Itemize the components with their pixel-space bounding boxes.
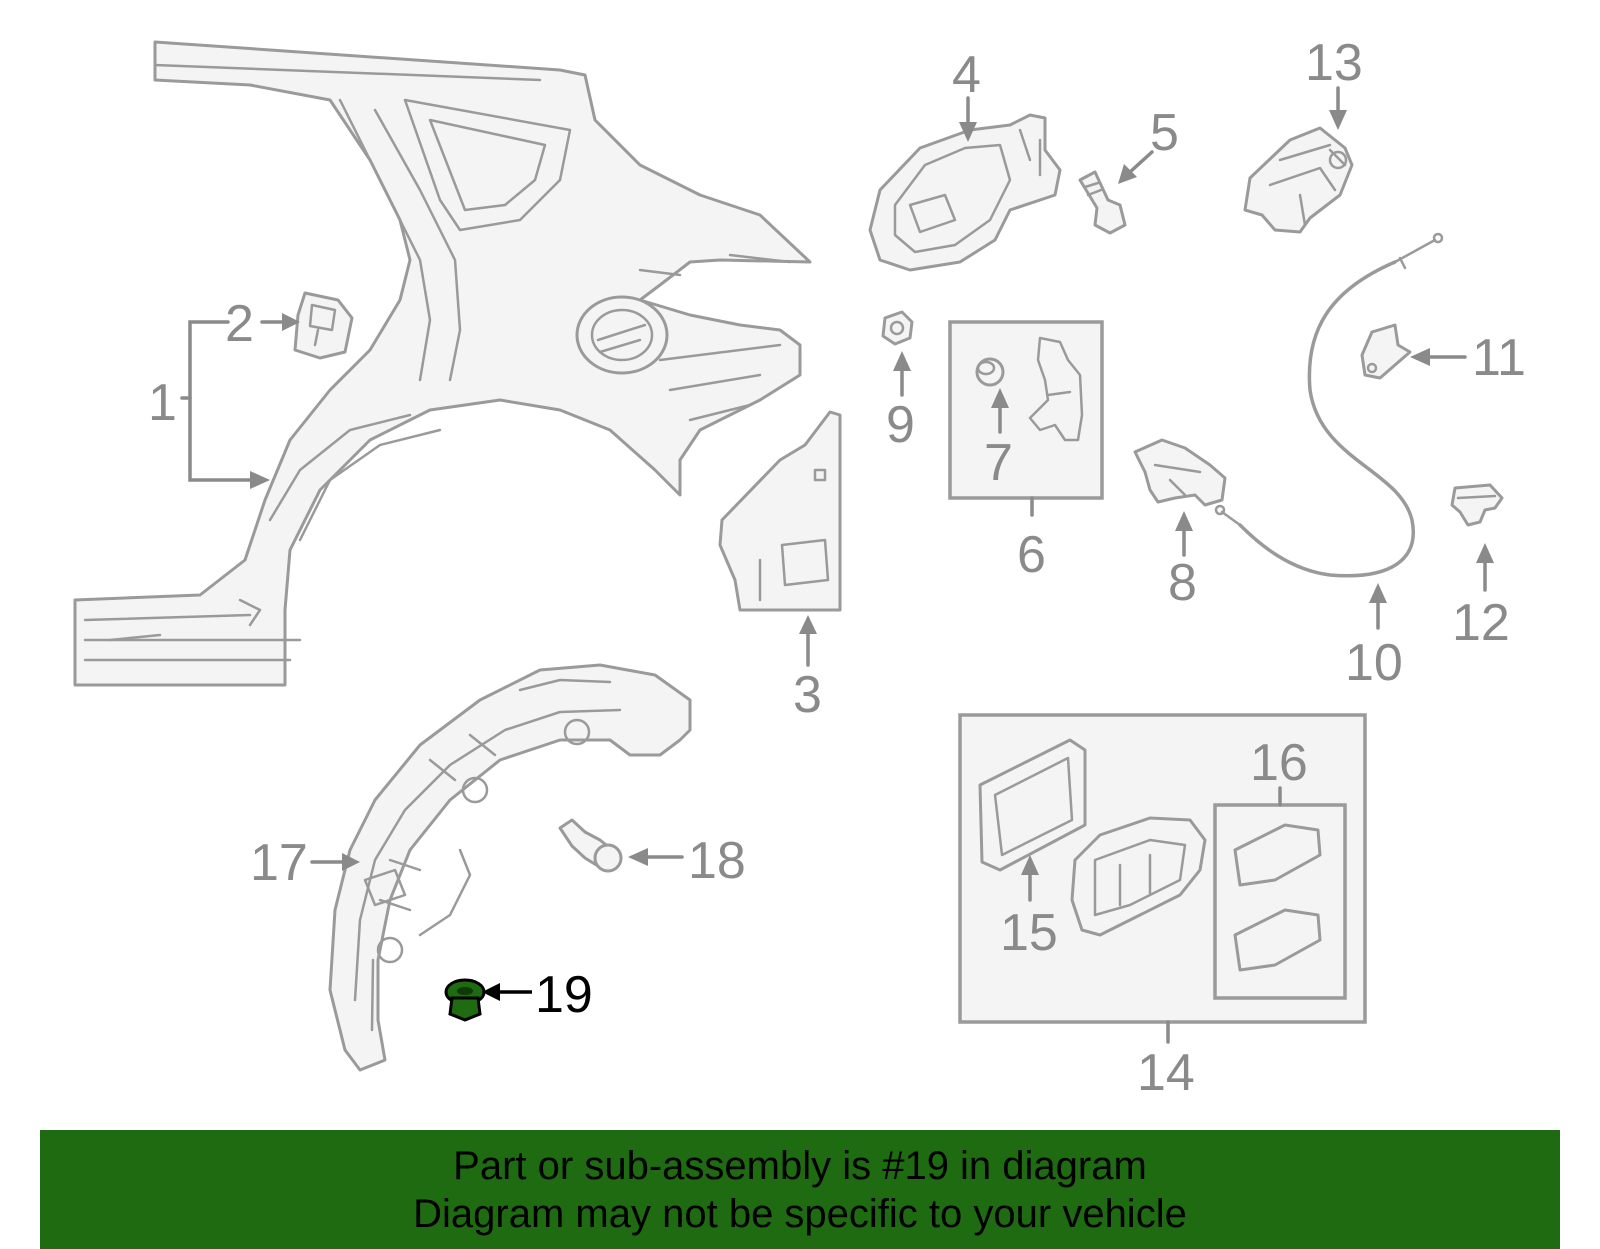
callout-13: 13 [1305, 34, 1363, 92]
callout-17: 17 [250, 834, 308, 892]
callout-3: 3 [793, 666, 822, 724]
bolt-part[interactable] [1078, 170, 1127, 235]
wheel-liner-part[interactable] [328, 663, 692, 1072]
callout-16: 16 [1250, 734, 1308, 792]
part-6-assembly-box[interactable] [948, 320, 1104, 500]
fuel-door-part[interactable] [868, 113, 1062, 272]
callout-9: 9 [886, 396, 915, 454]
callout-4: 4 [952, 46, 981, 104]
callout-15: 15 [1000, 904, 1058, 962]
callout-8: 8 [1168, 554, 1197, 612]
part-info-banner: Part or sub-assembly is #19 in diagram D… [40, 1130, 1560, 1249]
release-cable-part[interactable] [1214, 232, 1444, 578]
clip-part-12[interactable] [1450, 483, 1504, 527]
parts-diagram: 1 2 3 4 5 6 7 8 9 10 11 12 13 14 15 16 1… [73, 34, 1526, 1102]
push-clip-part-18[interactable] [558, 818, 623, 873]
callout-1: 1 [148, 374, 177, 432]
latch-actuator-part[interactable] [1243, 126, 1354, 234]
callout-7: 7 [984, 434, 1013, 492]
callout-6: 6 [1017, 526, 1046, 584]
nut-part-19-highlighted[interactable] [444, 978, 486, 1022]
callout-12: 12 [1452, 594, 1510, 652]
callout-19-highlighted: 19 [535, 966, 593, 1024]
callout-18: 18 [688, 832, 746, 890]
callout-10: 10 [1345, 634, 1403, 692]
callout-14: 14 [1137, 1044, 1195, 1102]
part-2[interactable] [293, 291, 354, 360]
callout-11: 11 [1472, 329, 1526, 387]
part-3[interactable] [718, 410, 842, 612]
grommet-part-9[interactable] [881, 310, 914, 346]
callout-2: 2 [225, 295, 254, 353]
banner-part-line: Part or sub-assembly is #19 in diagram [453, 1143, 1147, 1188]
callout-5: 5 [1150, 104, 1179, 162]
bracket-part-8[interactable] [1133, 438, 1227, 507]
banner-disclaimer-line: Diagram may not be specific to your vehi… [413, 1191, 1187, 1236]
quarter-panel-part[interactable] [73, 40, 812, 687]
part-11[interactable] [1360, 323, 1412, 380]
